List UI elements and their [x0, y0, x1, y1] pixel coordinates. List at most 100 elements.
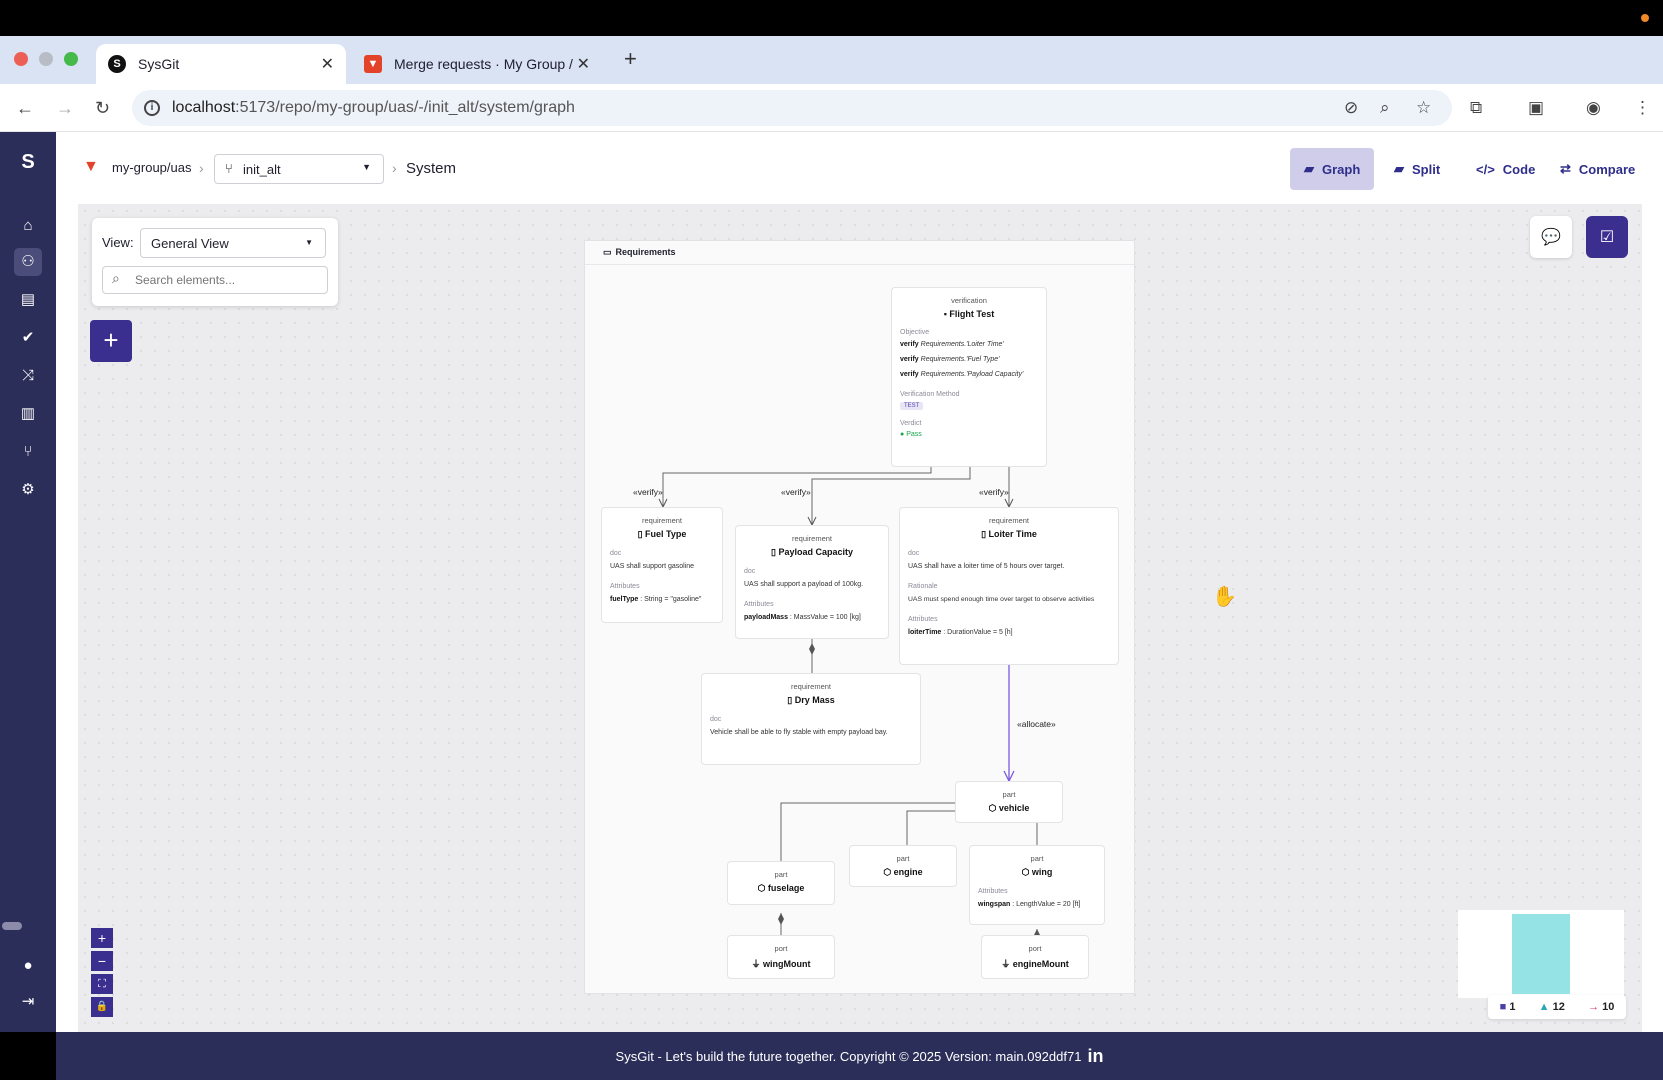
requirement-node-fuel-type[interactable]: requirement ▯ Fuel Type doc UAS shall su… [601, 507, 723, 623]
doc-text: UAS shall have a loiter time of 5 hours … [908, 563, 1065, 570]
document-icon[interactable]: ▥ [20, 405, 36, 422]
doc-text: UAS shall support gasoline [610, 563, 695, 570]
part-node-engine[interactable]: part ⬡ engine [849, 845, 957, 887]
compare-view-button[interactable]: ⇄Compare [1546, 148, 1649, 190]
search-icon: ⌕ [112, 270, 120, 286]
maximize-window-button[interactable] [64, 52, 78, 66]
browser-tab-sysgit[interactable]: S SysGit ✕ [96, 44, 346, 84]
fit-view-button[interactable]: ⛶ [91, 974, 113, 994]
minimize-window-button[interactable] [39, 52, 53, 66]
profile-icon[interactable]: ◉ [1586, 98, 1601, 117]
extensions-icon[interactable]: ⧉ [1470, 98, 1483, 117]
forward-icon[interactable]: → [56, 98, 74, 118]
sidebar-resize-handle[interactable] [2, 922, 22, 930]
allocate-label: «allocate» [1017, 719, 1056, 729]
recording-indicator [1641, 14, 1649, 22]
diamond-icon [778, 913, 784, 925]
branch-icon[interactable]: ⑂ [23, 443, 33, 460]
package-name: Requirements [615, 247, 676, 257]
breadcrumb-repo[interactable]: my-group/uas [112, 160, 192, 175]
requirement-node-dry-mass[interactable]: requirement ▯ Dry Mass doc Vehicle shall… [701, 673, 921, 765]
clipboard-icon[interactable]: ▤ [20, 291, 36, 308]
logout-icon[interactable]: ⇥ [21, 993, 35, 1010]
node-title: engineMount [1012, 959, 1069, 969]
sysgit-logo-icon[interactable]: S [21, 151, 35, 173]
close-tab-icon[interactable]: ✕ [576, 56, 590, 73]
objective-item: verify Requirements.'Payload Capacity' [900, 368, 1038, 381]
chevron-down-icon: ▼ [362, 162, 371, 172]
compare-icon: ⇄ [1560, 161, 1571, 176]
url-field[interactable]: i localhost:5173/repo/my-group/uas/-/ini… [132, 90, 1452, 126]
url-host: localhost [172, 99, 236, 116]
node-title: engine [893, 867, 923, 877]
graph-icon[interactable]: ⚇ [14, 248, 42, 276]
zoom-in-button[interactable]: + [91, 928, 113, 948]
new-tab-button[interactable]: + [624, 46, 637, 71]
reload-icon[interactable]: ↻ [95, 98, 111, 118]
lock-button[interactable]: 🔒 [91, 997, 113, 1017]
url-path: :5173/repo/my-group/uas/-/init_alt/syste… [235, 99, 575, 116]
node-kind: requirement [641, 516, 683, 525]
graph-view-button[interactable]: ▰Graph [1290, 148, 1374, 190]
diamond-icon [809, 643, 815, 655]
node-title: wing [1031, 867, 1053, 877]
doc-label: doc [744, 568, 756, 575]
node-title: wingMount [763, 959, 811, 969]
requirements-package[interactable]: ▭Requirements «verify» [584, 240, 1136, 994]
zoom-out-button[interactable]: − [91, 951, 113, 971]
node-kind: part [896, 854, 910, 863]
shuffle-icon[interactable]: ⤨ [21, 367, 34, 384]
camera-off-icon[interactable]: ⊘ [1344, 98, 1359, 117]
verdict-value: ● Pass [900, 431, 1046, 438]
requirement-node-payload-capacity[interactable]: requirement ▯ Payload Capacity doc UAS s… [735, 525, 889, 639]
add-element-button[interactable]: + [90, 320, 132, 362]
bookmark-star-icon[interactable]: ☆ [1416, 98, 1432, 117]
clipboard-check-icon: ☑ [1599, 229, 1615, 246]
part-node-vehicle[interactable]: part ⬡ vehicle [955, 781, 1063, 823]
node-title: Dry Mass [794, 695, 835, 705]
linkedin-icon[interactable]: in [1087, 1045, 1104, 1066]
minimap[interactable] [1458, 910, 1624, 998]
comments-button[interactable]: 💬 [1530, 216, 1572, 258]
back-icon[interactable]: ← [16, 98, 34, 118]
method-label: Verification Method [900, 391, 960, 398]
node-kind: requirement [988, 516, 1030, 525]
close-window-button[interactable] [14, 52, 28, 66]
search-input[interactable] [102, 266, 328, 294]
requirement-node-loiter-time[interactable]: requirement ▯ Loiter Time doc UAS shall … [899, 507, 1119, 665]
split-view-button[interactable]: ▰Split [1380, 148, 1454, 190]
view-select[interactable]: General View ▼ [140, 228, 326, 258]
split-label: Split [1412, 161, 1441, 177]
browser-tab-merge-requests[interactable]: ▼ Merge requests · My Group / ​ ✕ [352, 44, 602, 84]
port-node-engine-mount[interactable]: port ⏚ engineMount [981, 935, 1089, 979]
address-bar-row: ← → ↻ i localhost:5173/repo/my-group/uas… [0, 84, 1663, 132]
node-name: ⏚ wingMount [728, 957, 834, 970]
port-node-wing-mount[interactable]: port ⏚ wingMount [727, 935, 835, 979]
objective-target: Requirements.'Payload Capacity' [920, 371, 1024, 378]
tab-search-icon[interactable]: ▣ [1528, 98, 1545, 117]
settings-icon[interactable]: ⚙ [21, 481, 35, 498]
verdict-label: Verdict [900, 420, 922, 427]
code-label: Code [1502, 161, 1536, 177]
site-info-icon[interactable]: i [144, 100, 160, 116]
node-name: ▪ Flight Test [892, 309, 1046, 319]
tasks-button[interactable]: ☑ [1586, 216, 1628, 258]
composition-edge-fuselage [780, 802, 981, 861]
check-circle-icon[interactable]: ✔ [21, 329, 35, 346]
close-tab-icon[interactable]: ✕ [320, 56, 334, 73]
part-node-wing[interactable]: part ⬡ wing Attributes wingspan : Length… [969, 845, 1105, 925]
home-icon[interactable]: ⌂ [23, 217, 33, 234]
menu-icon[interactable]: ⋮ [1634, 98, 1651, 117]
node-name: ⏚ engineMount [982, 957, 1088, 970]
method-badge: TEST [900, 402, 924, 410]
branch-select[interactable]: ⑂ init_alt ▼ [214, 154, 384, 184]
node-name: ⬡ wing [970, 867, 1104, 878]
zoom-icon[interactable]: ⌕ [1380, 98, 1390, 117]
user-icon[interactable]: ● [23, 957, 33, 974]
minimap-viewport[interactable] [1512, 914, 1570, 994]
verify-keyword: verify [900, 341, 919, 348]
verification-node-flight-test[interactable]: verification ▪ Flight Test Objective ver… [891, 287, 1047, 467]
code-view-button[interactable]: </>Code [1462, 148, 1549, 190]
part-node-fuselage[interactable]: part ⬡ fuselage [727, 861, 835, 905]
check-circle-icon: ● [900, 431, 907, 438]
